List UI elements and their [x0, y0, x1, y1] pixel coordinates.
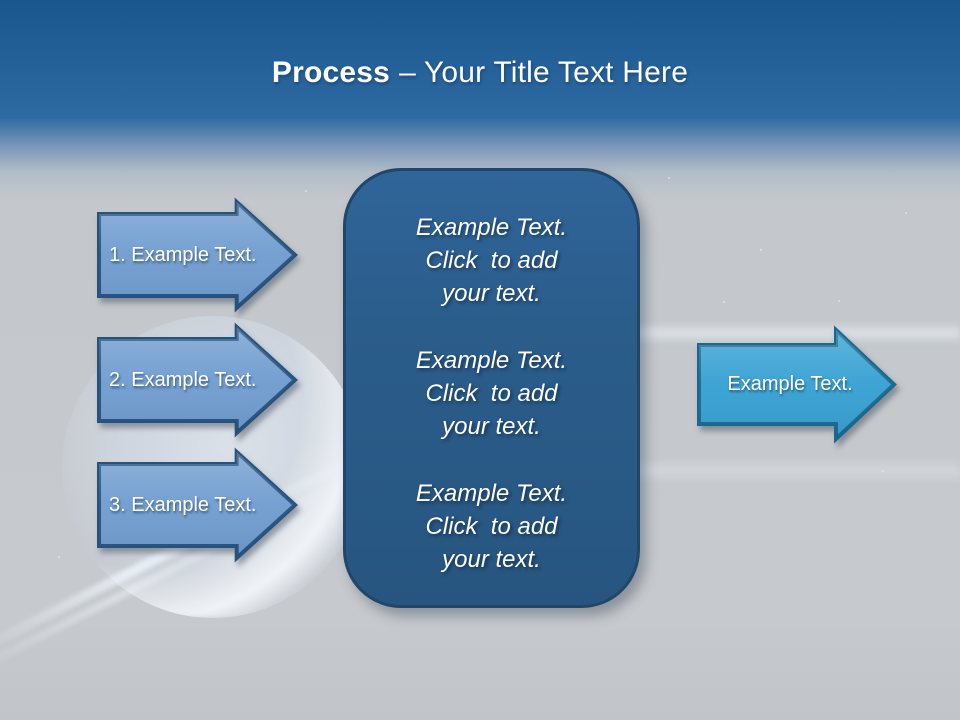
process-arrow-3[interactable]: 3. Example Text. — [97, 447, 298, 563]
title-text: – Your Title Text Here — [399, 56, 689, 89]
horizon-glow-band — [590, 458, 960, 484]
arrow-right-shape — [697, 325, 897, 444]
star-dot — [905, 212, 907, 214]
horizon-glow-band — [610, 322, 960, 344]
panel-text-block-1[interactable]: Example Text. Click to add your text. — [415, 213, 568, 307]
star-dot — [723, 301, 725, 303]
process-arrow-2[interactable]: 2. Example Text. — [97, 322, 298, 438]
arrow-right-shape — [97, 447, 298, 563]
star-dot — [668, 177, 670, 179]
star-dot — [58, 556, 60, 558]
star-dot — [838, 300, 840, 302]
panel-text-block-2[interactable]: Example Text. Click to add your text. — [415, 346, 568, 440]
slide-title[interactable]: Process– Your Title Text Here — [0, 56, 960, 90]
arrow-right-shape — [97, 322, 298, 438]
process-arrow-1[interactable]: 1. Example Text. — [97, 197, 298, 313]
process-arrow-1-label[interactable]: 1. Example Text. — [109, 243, 257, 266]
content-panel[interactable]: Example Text. Click to add your text. Ex… — [343, 168, 640, 608]
arrow-right-shape — [97, 197, 298, 313]
title-keyword: Process — [271, 56, 391, 89]
star-dot — [305, 190, 307, 192]
star-dot — [760, 249, 762, 251]
result-arrow-label[interactable]: Example Text. — [727, 373, 853, 395]
result-arrow[interactable]: Example Text. — [697, 325, 897, 444]
process-arrow-2-label[interactable]: 2. Example Text. — [109, 368, 257, 391]
process-arrow-3-label[interactable]: 3. Example Text. — [109, 493, 257, 516]
panel-text-block-3[interactable]: Example Text. Click to add your text. — [415, 479, 568, 573]
star-dot — [882, 470, 884, 472]
